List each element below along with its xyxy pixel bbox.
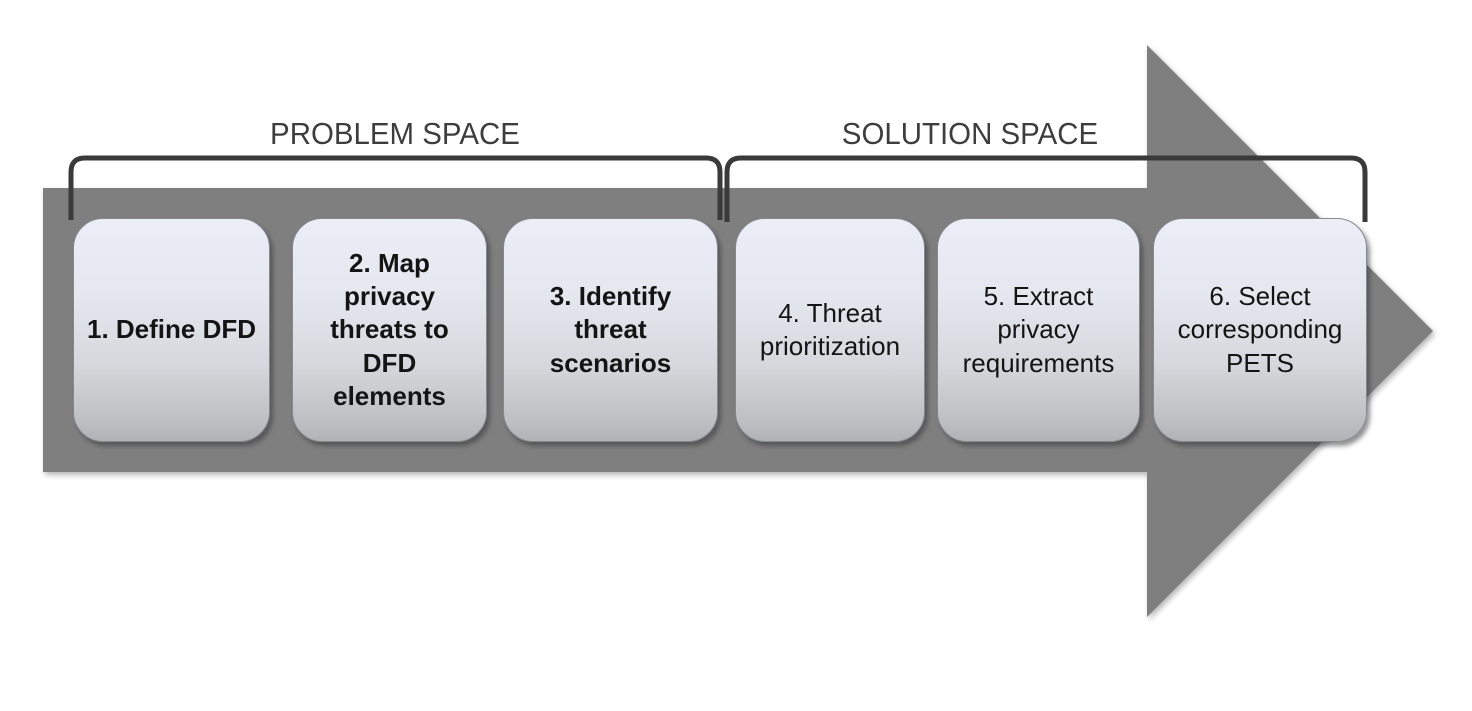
step-label: 4. Threat prioritization [759,297,901,361]
problem-space-label: PROBLEM SPACE [270,116,520,151]
step-label: 1. Define DFD [86,314,257,345]
step-box-extract-privacy-requirements: 5. Extract privacy requirements [937,218,1140,442]
step-box-select-corresponding-pets: 6. Select corresponding PETS [1153,218,1367,442]
step-box-map-privacy-threats: 2. Map privacy threats to DFD elements [292,218,487,442]
solution-space-bracket [724,155,1368,222]
problem-space-bracket [68,155,723,220]
step-label: 3. Identify threat scenarios [549,281,672,378]
step-box-threat-prioritization: 4. Threat prioritization [735,218,925,442]
step-label: 2. Map privacy threats to DFD elements [330,247,449,411]
step-label: 6. Select corresponding PETS [1177,281,1343,378]
step-box-identify-threat-scenarios: 3. Identify threat scenarios [503,218,718,442]
step-box-define-dfd: 1. Define DFD [73,218,270,442]
step-label: 5. Extract privacy requirements [962,281,1115,378]
solution-space-label: SOLUTION SPACE [841,116,1099,151]
